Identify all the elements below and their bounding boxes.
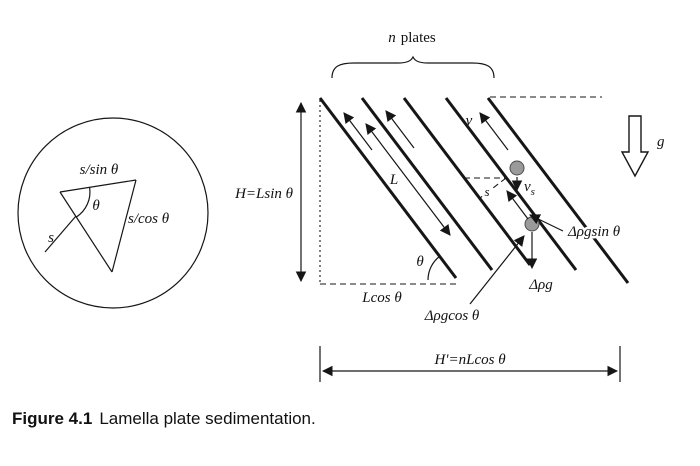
force-sin-label: Δρgsin θ — [567, 224, 621, 240]
s-label: s — [484, 184, 489, 199]
flow-arrows — [343, 110, 509, 151]
n-plates-brace — [331, 55, 495, 79]
inset-s-label: s — [48, 230, 54, 246]
flow-arrow-1 — [343, 112, 373, 151]
plate-5 — [486, 97, 630, 284]
vs-sub: s — [531, 186, 535, 198]
vs-main: v — [524, 179, 531, 195]
inset-triangle-right-edge — [111, 179, 137, 273]
sin-component-arrow — [506, 190, 529, 220]
gravity-arrow — [620, 115, 650, 178]
figure-caption: Figure 4.1 Lamella plate sedimentation. — [12, 409, 316, 428]
particles-and-forces — [469, 160, 564, 305]
construction-lines — [319, 96, 602, 285]
plate-4 — [444, 97, 578, 271]
particle-2 — [524, 216, 540, 232]
labels: H=Lsin θ L s v g θ Lcos θ H'=nLcos θ vs … — [234, 113, 665, 371]
cos-component-arrow — [469, 235, 525, 305]
force-g-label: Δρg — [528, 277, 553, 293]
inset-circle — [17, 117, 209, 309]
inset-triangle-hypotenuse — [59, 191, 113, 273]
L-dimension-arrow — [365, 123, 451, 236]
inset-theta-arc — [75, 187, 91, 218]
figure-caption-text: Lamella plate sedimentation. — [99, 409, 315, 428]
v-label: v — [466, 113, 473, 129]
vs-label: vs — [524, 179, 535, 198]
H-prime-label: H'=nLcos θ — [433, 352, 506, 368]
dimension-arrows — [295, 101, 621, 382]
plate-2 — [360, 97, 494, 271]
plates-label: plates — [401, 30, 436, 46]
H-label: H=Lsin θ — [234, 186, 294, 202]
inset-s-over-cos-label: s/cos θ — [128, 211, 170, 227]
inset-s-segment — [44, 215, 77, 253]
inset-triangle-top-edge — [59, 179, 137, 193]
plate-1 — [318, 97, 458, 279]
inset-s-over-sin-label: s/sin θ — [80, 162, 119, 178]
figure-caption-number: Figure 4.1 — [12, 409, 92, 428]
particle-1 — [509, 160, 525, 176]
force-cos-label: Δρgcos θ — [424, 308, 480, 324]
L-label: L — [389, 172, 398, 188]
sin-label-leader-arrow — [529, 214, 564, 232]
velocity-arrow — [479, 112, 509, 151]
n-label: n — [388, 30, 396, 46]
flow-arrow-2 — [385, 110, 415, 149]
inset-theta-label: θ — [92, 198, 100, 214]
L-cos-label: Lcos θ — [361, 290, 402, 306]
plates — [318, 97, 630, 284]
inset-geometry: s/sin θ θ s/cos θ s — [17, 117, 209, 309]
theta-label: θ — [416, 254, 424, 270]
g-label: g — [657, 134, 665, 150]
theta-arc — [427, 255, 441, 281]
s-dashed-perpendicular — [479, 177, 507, 199]
